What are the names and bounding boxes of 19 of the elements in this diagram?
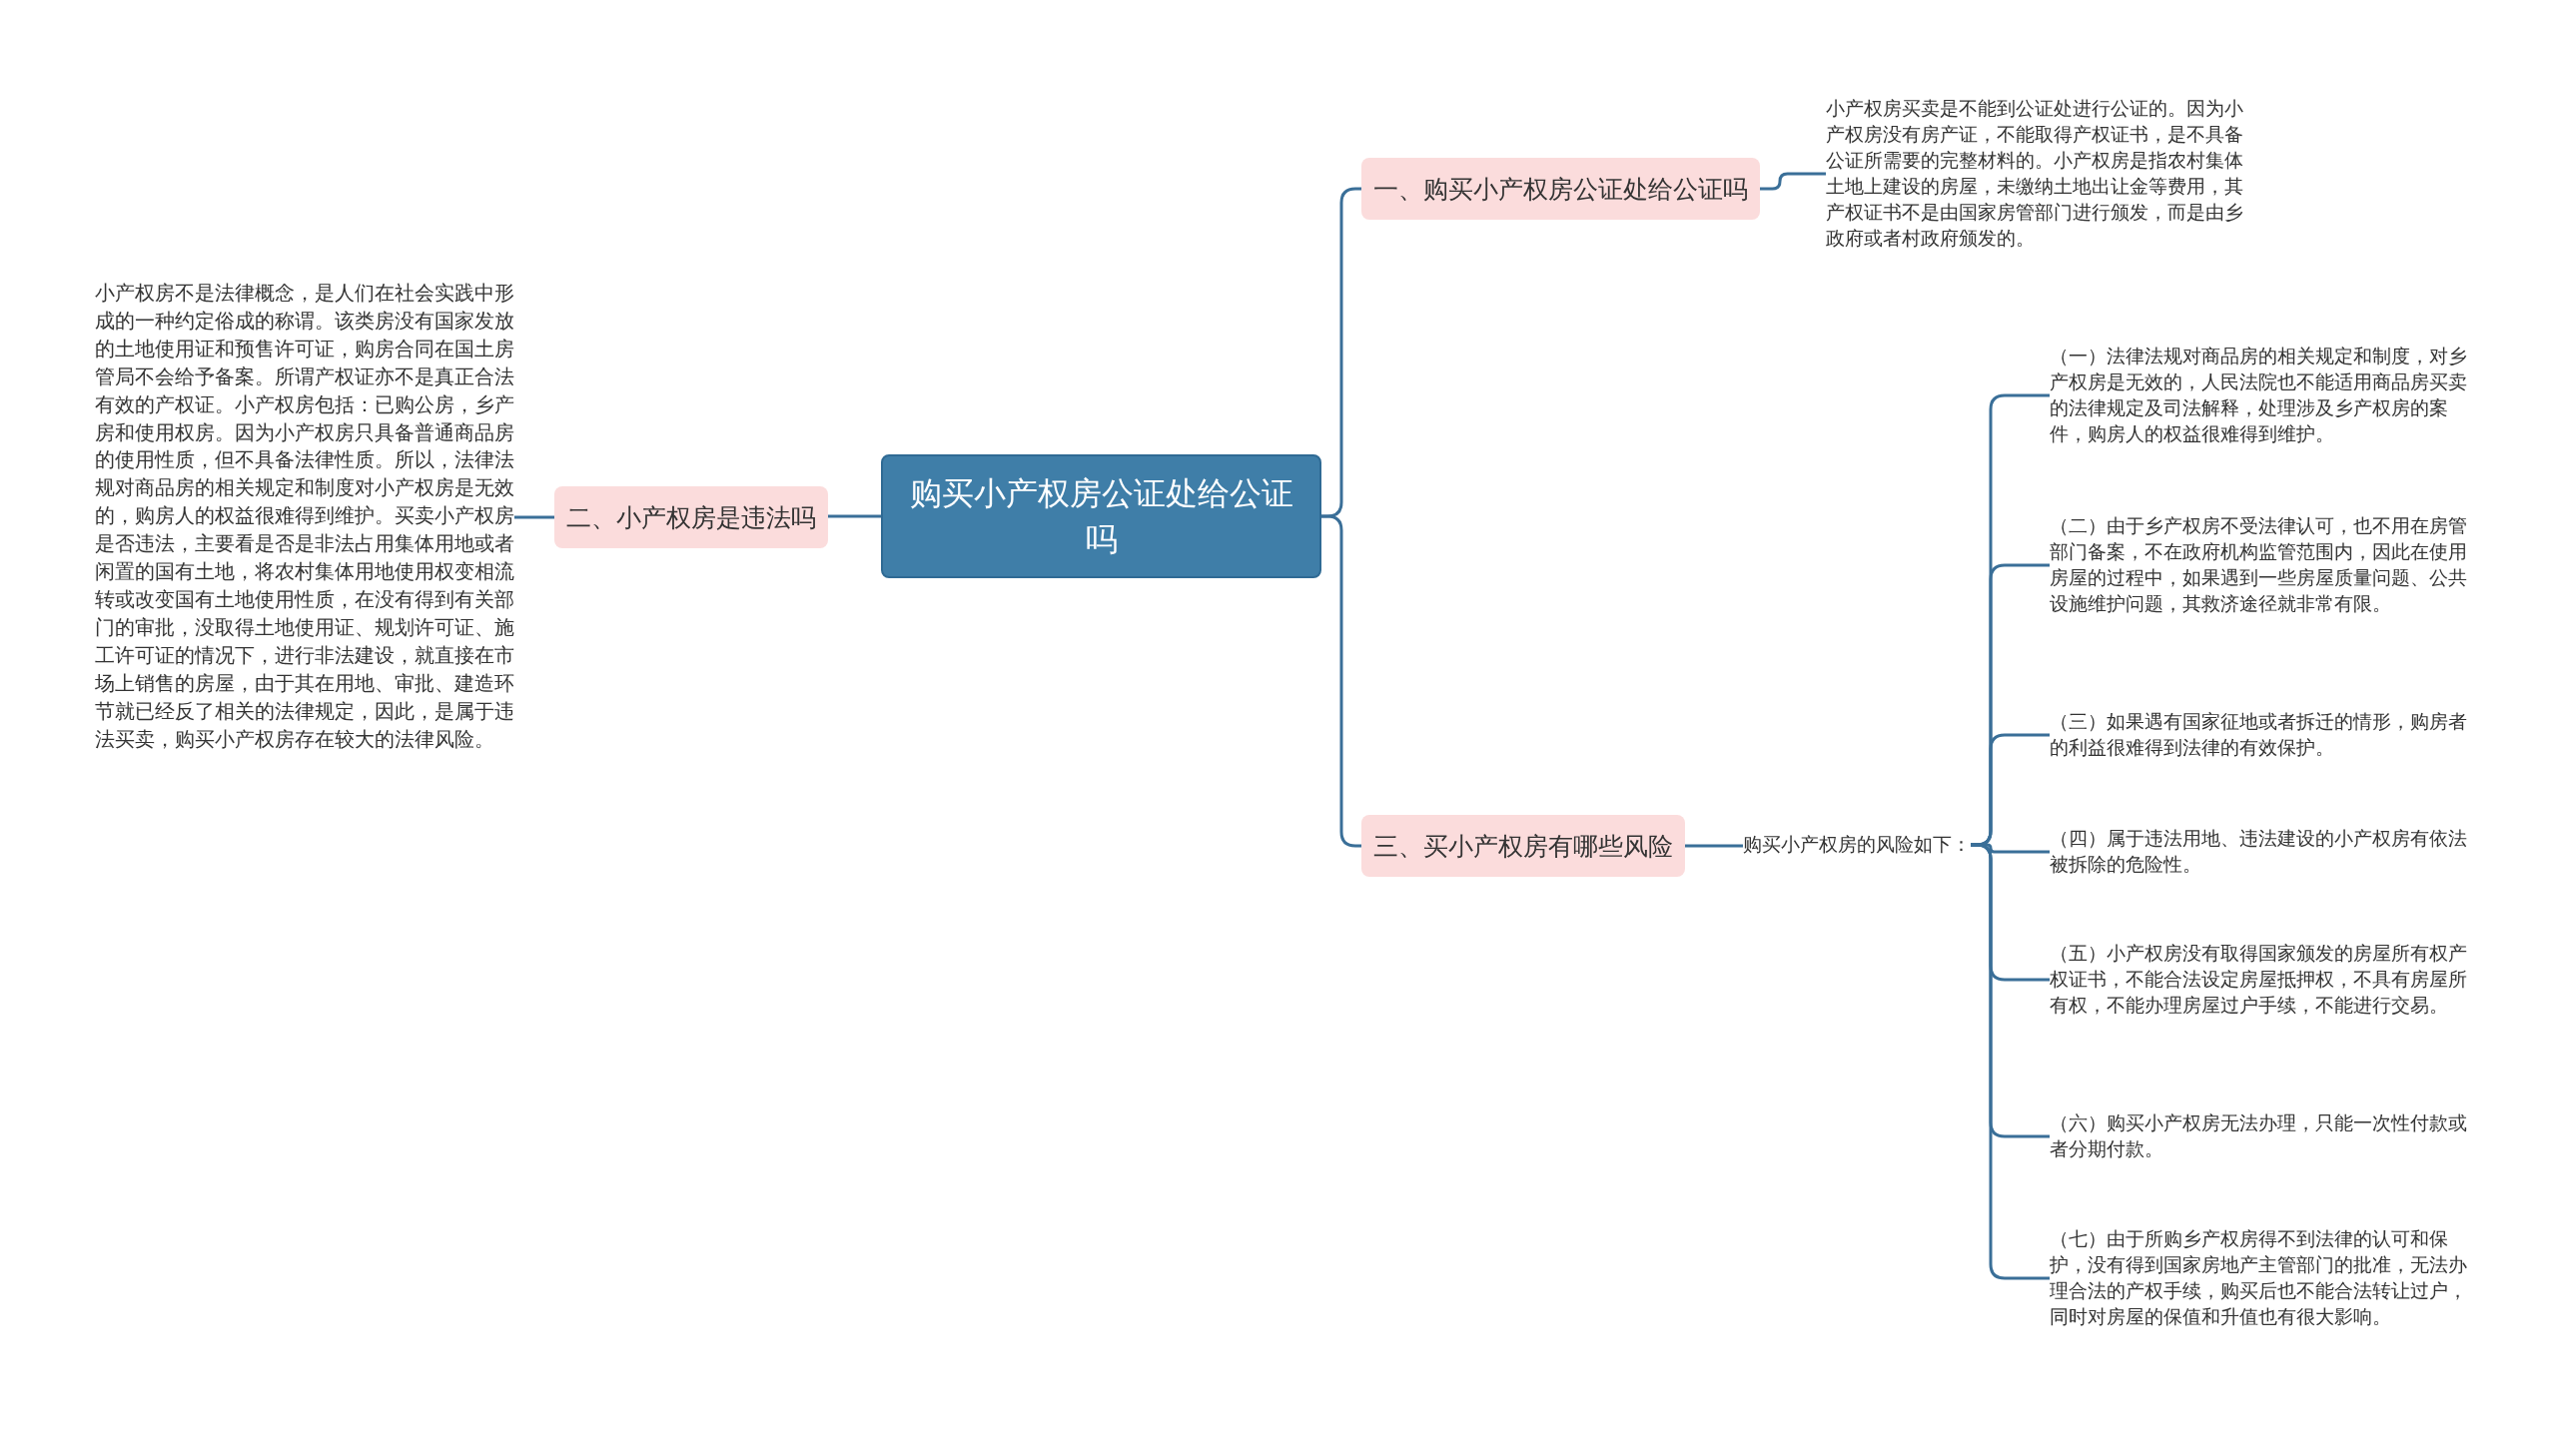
risk-note: （六）购买小产权房无法办理，只能一次性付款或者分期付款。 [2050, 1110, 2474, 1162]
topic-note: 小产权房买卖是不能到公证处进行公证的。因为小产权房没有房产证，不能取得产权证书，是不具备公证所需要的完整材料的。小产权房是指农村集体土地上建设的房屋，未缴纳土地出让金等费用，其产权证书不是由国家房管部门进行颁发，而是由乡政府或者村政府颁发的。 [1826, 96, 2250, 252]
risk-note: （二）由于乡产权房不受法律认可，也不用在房管部门备案，不在政府机构监管范围内，因此在使用房屋的过程中，如果遇到一些房屋质量问题、公共设施维护问题，其救济途径就非常有限。 [2050, 513, 2474, 617]
connector-line [514, 515, 554, 519]
connector-line [1971, 843, 2050, 1280]
risk-note: （一）法律法规对商品房的相关规定和制度，对乡产权房是无效的，人民法院也不能适用商品房买卖的法律规定及司法解释，处理涉及乡产权房的案件，购房人的权益很难得到维护。 [2050, 344, 2474, 447]
risk-note: （四）属于违法用地、违法建设的小产权房有依法被拆除的危险性。 [2050, 826, 2474, 878]
topic-box: 一、购买小产权房公证处给公证吗 [1361, 158, 1760, 220]
topic-box: 二、小产权房是违法吗 [554, 486, 828, 548]
topic-box: 三、买小产权房有哪些风险 [1361, 815, 1685, 877]
risk-note: （五）小产权房没有取得国家颁发的房屋所有权产权证书，不能合法设定房屋抵押权，不具有房屋所有权，不能办理房屋过户手续，不能进行交易。 [2050, 941, 2474, 1019]
risk-note: （七）由于所购乡产权房得不到法律的认可和保护，没有得到国家房地产主管部门的批准，无法办理合法的产权手续，购买后也不能合法转让过户，同时对房屋的保值和升值也有很大影响。 [2050, 1226, 2474, 1330]
root-topic-box: 购买小产权房公证处给公证吗 [881, 454, 1321, 578]
subtopic-text: 购买小产权房的风险如下： [1743, 832, 1971, 858]
connector-line [828, 514, 881, 518]
risk-note: （三）如果遇有国家征地或者拆迁的情形，购房者的利益很难得到法律的有效保护。 [2050, 709, 2474, 761]
topic-note: 小产权房不是法律概念，是人们在社会实践中形成的一种约定俗成的称谓。该类房没有国家发放的土地使用证和预售许可证，购房合同在国土房管局不会给予备案。所谓产权证亦不是真正合法有效的产权证。小产权房包括：已购公房，乡产房和使用权房。因为小产权房只具备普通商品房的使用性质，但不具备法律性质。所以，法律法规对商品房的相关规定和制度对小产权房是无效的，购房人的权益很难得到维护。买卖小产权房是否违法，主要看是否是非法占用集体用地或者闲置的国有土地，将农村集体用地使用权变相流转或改变国有土地使用性质，在没有得到有关部门的审批，没取得土地使用证、规划许可证、施工许可证的情况下，进行非法建设，就直接在市场上销售的房屋，由于其在用地、审批、建造环节就已经反了相关的法律规定，因此，是属于违法买卖，购买小产权房存在较大的法律风险。 [95, 280, 514, 754]
connector-line [1760, 172, 1826, 191]
connector-line [1685, 844, 1743, 848]
